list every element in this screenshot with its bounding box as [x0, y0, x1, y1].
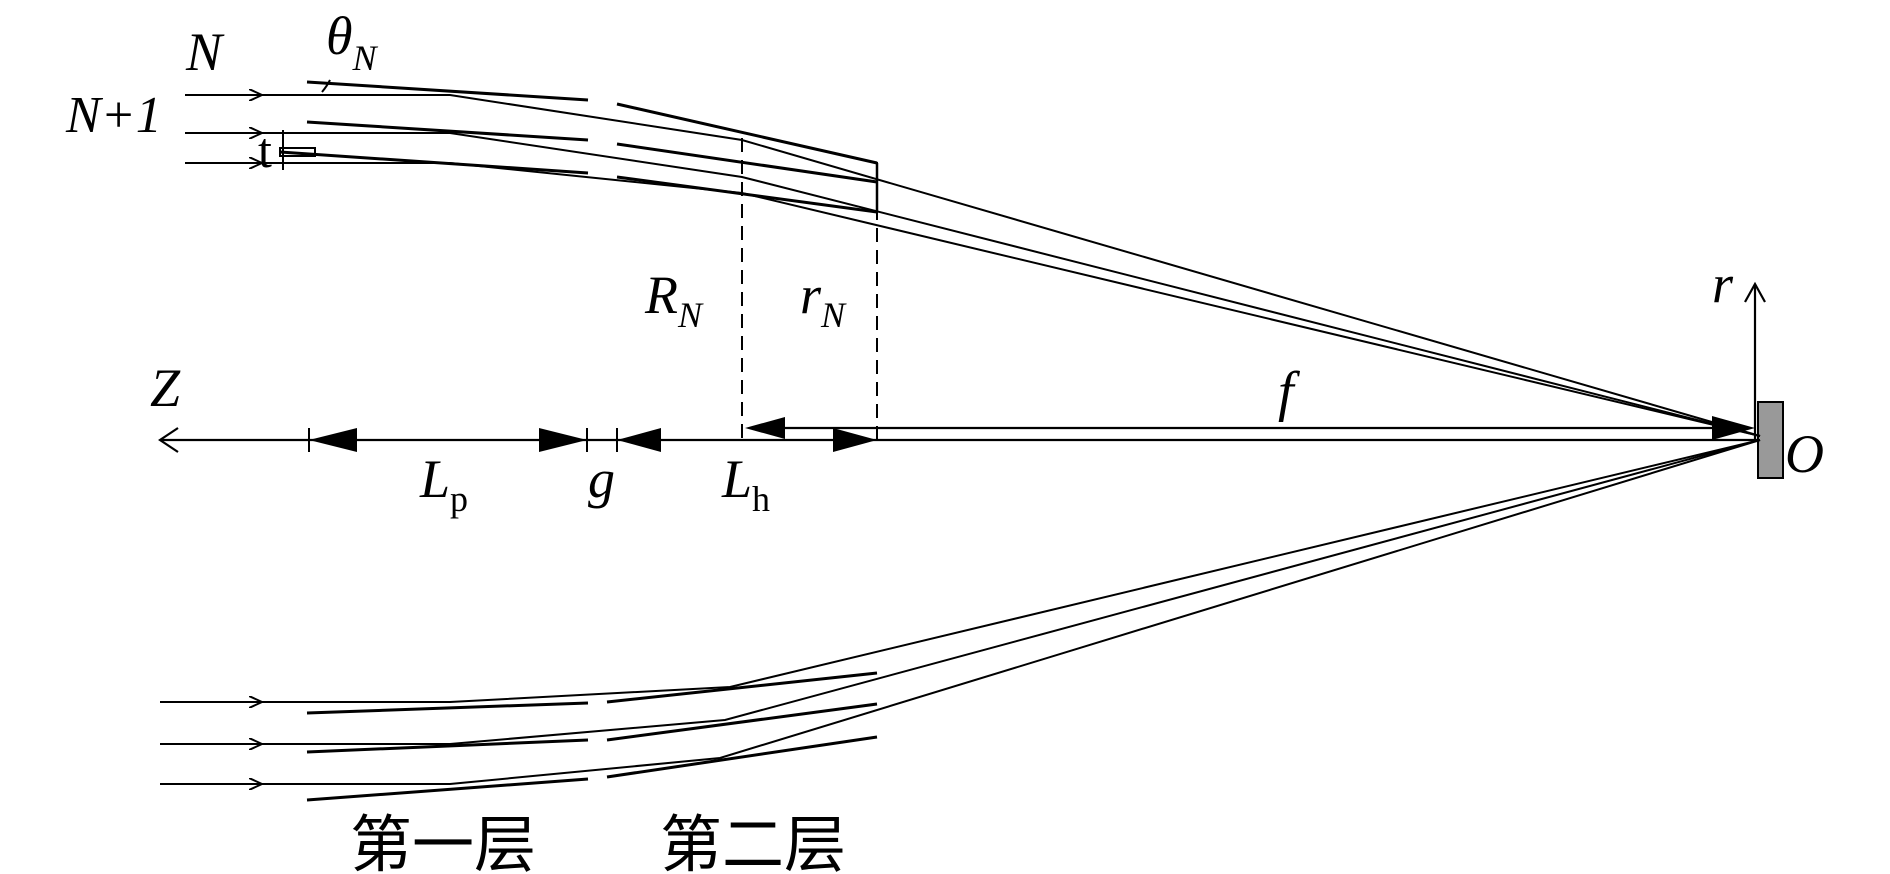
g-lh-dimension — [617, 417, 877, 452]
upper-mirror-shells — [279, 80, 879, 214]
optical-axis — [158, 426, 1760, 453]
label-theta-n: θN — [326, 6, 379, 78]
label-t: t — [258, 122, 272, 178]
label-lh: Lh — [721, 449, 770, 519]
z-axis-arrowhead — [158, 427, 179, 453]
label-layer-2: 第二层 — [660, 808, 846, 874]
label-o: O — [1785, 424, 1824, 484]
upper-rays — [185, 95, 1761, 437]
lower-rays — [160, 439, 1761, 784]
label-lp: Lp — [419, 449, 468, 519]
label-r-axis: r — [1712, 254, 1734, 314]
label-f: f — [1278, 361, 1301, 423]
thickness-marker — [279, 130, 316, 170]
r-axis — [1744, 281, 1766, 440]
lower-mirror-shells — [306, 671, 878, 802]
detector — [1757, 401, 1784, 479]
label-z: Z — [150, 358, 181, 418]
label-n: N — [185, 22, 225, 82]
label-layer-1: 第一层 — [350, 808, 536, 874]
label-r-big-n: RN — [644, 265, 704, 335]
label-n-plus-1: N+1 — [65, 87, 162, 144]
label-g: g — [588, 449, 615, 509]
lp-dimension — [309, 428, 587, 452]
label-r-small-n: rN — [800, 265, 847, 335]
theta-angle-arc — [321, 79, 331, 93]
